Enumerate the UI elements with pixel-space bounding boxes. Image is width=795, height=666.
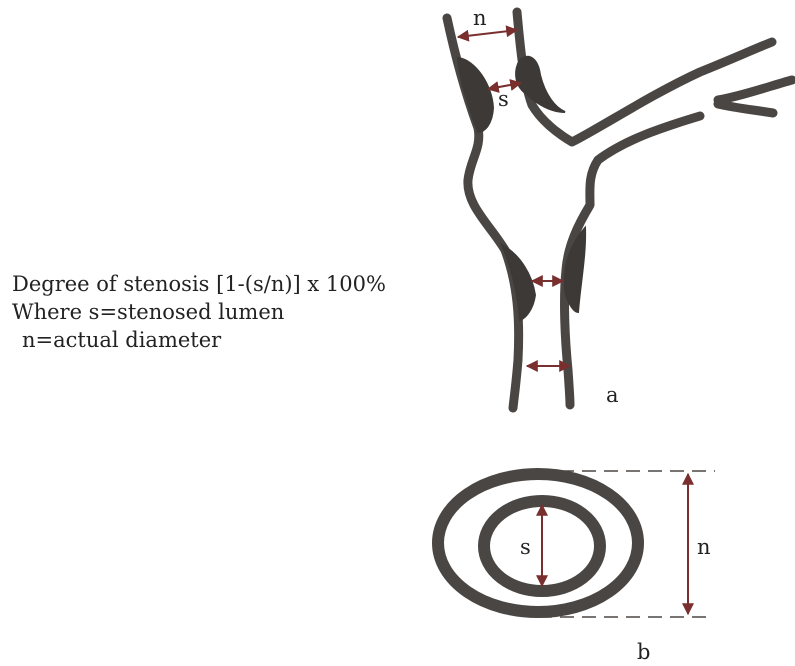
plaque-upper-right [516, 57, 565, 112]
panel-b-letter: b [637, 640, 650, 664]
panel-a-label-n: n [473, 6, 487, 30]
vessel-branch-lower [718, 80, 792, 100]
vessel-branch-tip [718, 104, 773, 113]
plaque-lower-left [502, 245, 535, 320]
vessel-right-wall-lower [565, 116, 700, 405]
panel-a-vessel [447, 12, 792, 408]
panel-a-label-s: s [498, 87, 509, 111]
panel-a-plaques [458, 57, 585, 320]
vessel-right-wall-upper [517, 12, 772, 142]
panel-b-cross-section [438, 474, 638, 612]
panel-b-label-n: n [697, 535, 711, 559]
arrow-n-top [458, 30, 517, 37]
panel-a-letter: a [606, 383, 619, 407]
panel-b-label-s: s [520, 535, 531, 559]
